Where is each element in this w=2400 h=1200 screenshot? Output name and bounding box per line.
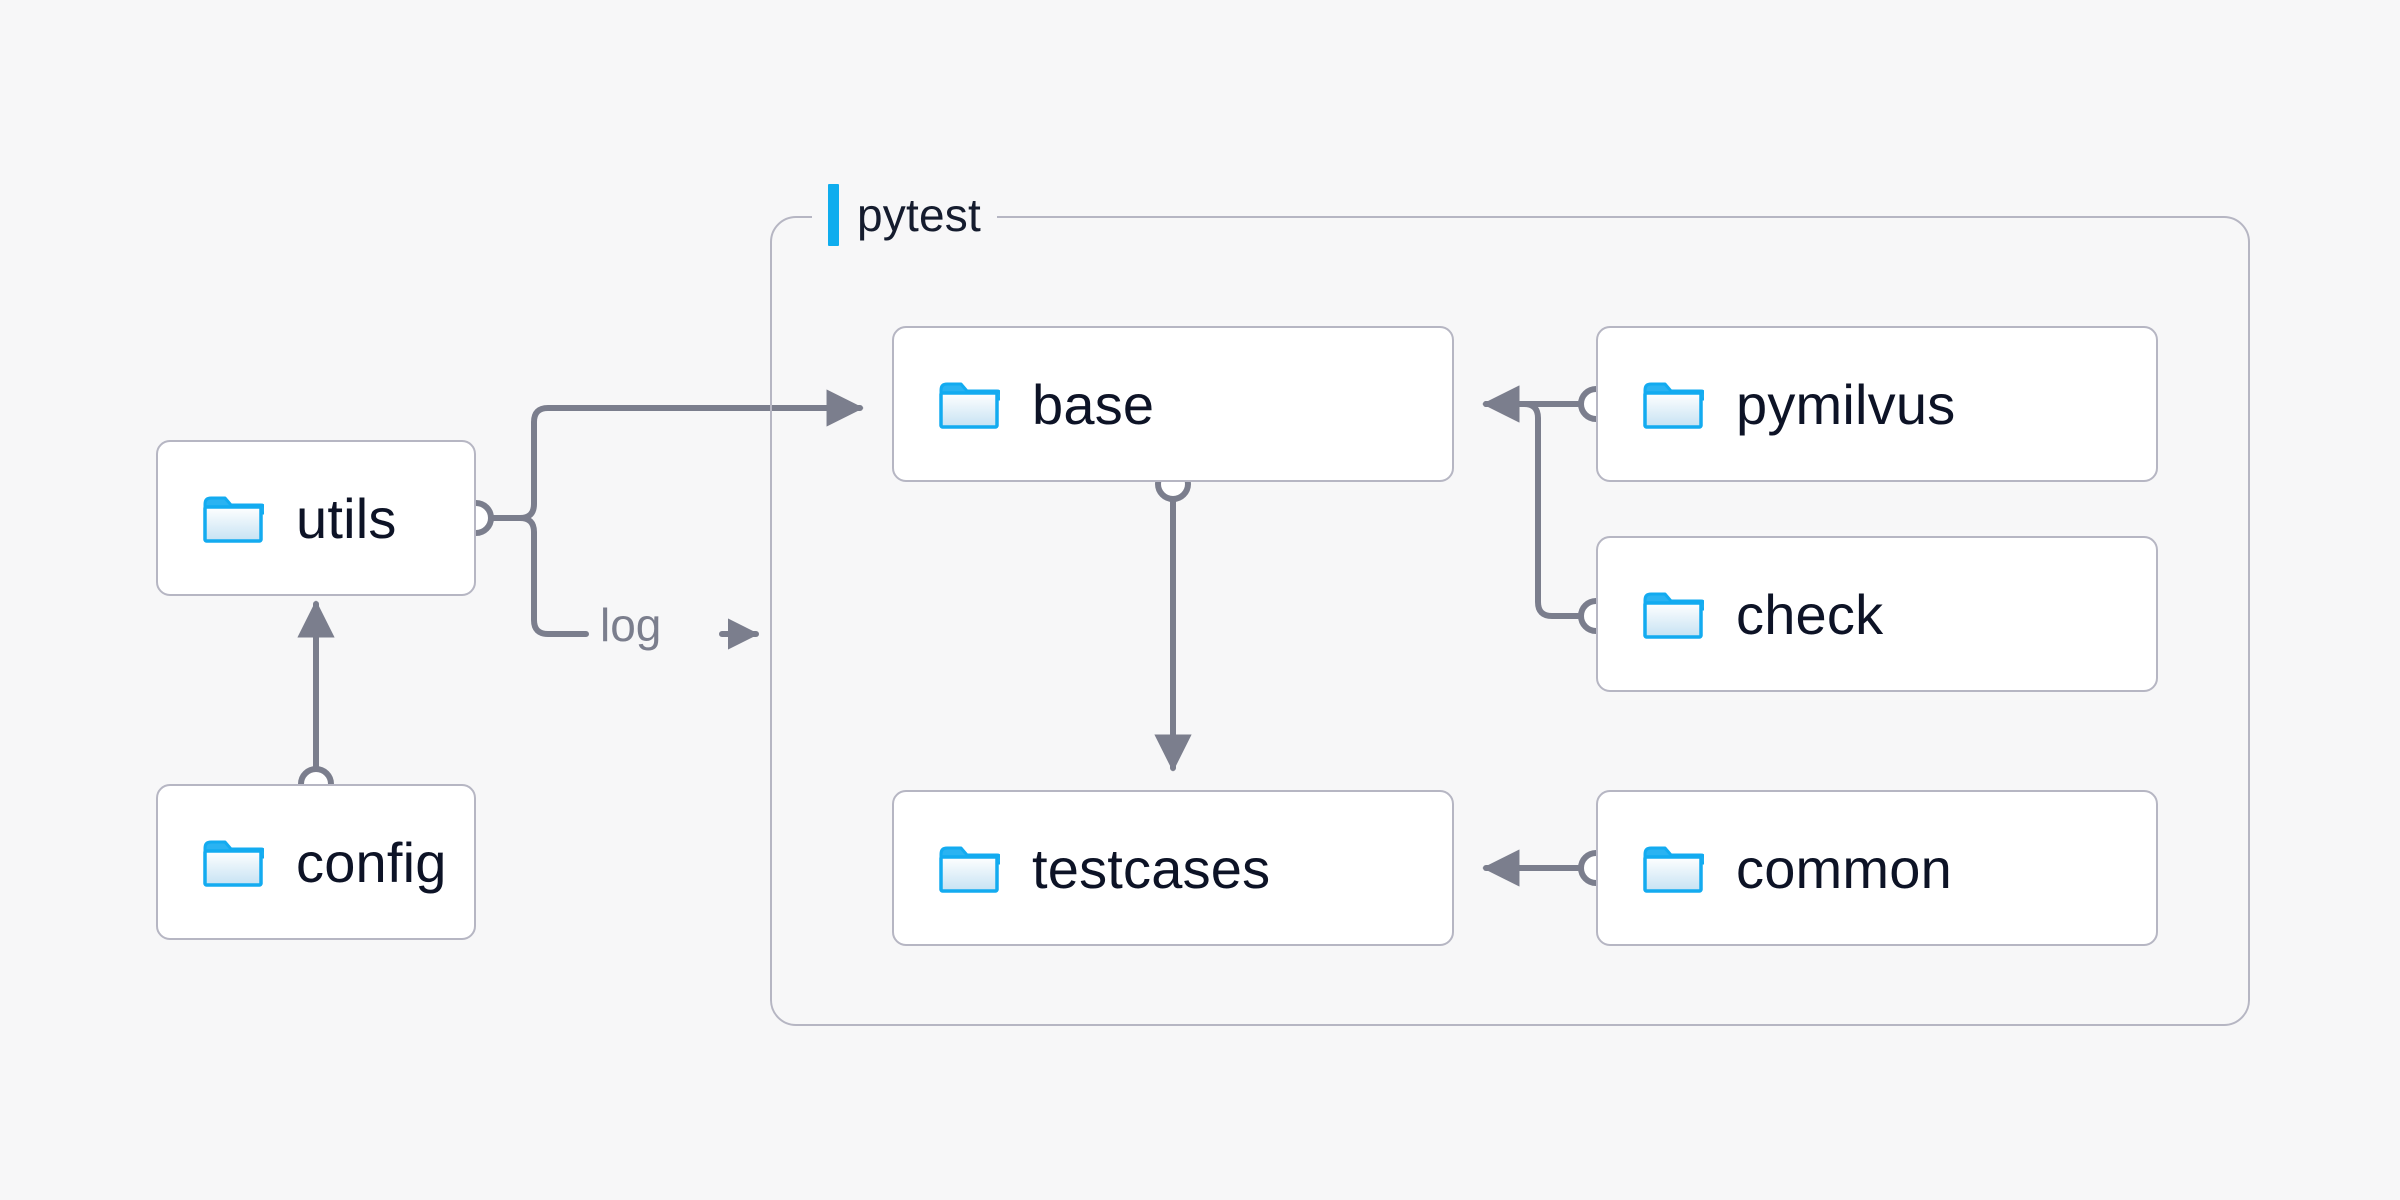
edge-utils-log (491, 515, 589, 637)
node-config[interactable]: config (156, 784, 476, 940)
folder-icon (939, 382, 1000, 429)
node-label: common (1736, 836, 1952, 900)
group-title: pytest (857, 189, 981, 241)
edge-check-base (1482, 385, 1581, 619)
group-pytest[interactable] (770, 216, 2250, 1026)
group-pytest-label: pytest (812, 183, 997, 247)
accent-bar-icon (828, 184, 839, 246)
node-check[interactable]: check (1596, 536, 2158, 692)
folder-icon (1643, 592, 1704, 639)
edge-label-text: log (600, 599, 662, 651)
folder-icon (203, 840, 264, 887)
node-label: pymilvus (1736, 372, 1956, 436)
folder-icon (1643, 382, 1704, 429)
node-base[interactable]: base (892, 326, 1454, 482)
node-label: utils (296, 486, 397, 550)
node-label: check (1736, 582, 1884, 646)
edge-label-log: log (600, 598, 661, 652)
node-label: config (296, 830, 447, 894)
node-label: testcases (1032, 836, 1271, 900)
node-common[interactable]: common (1596, 790, 2158, 946)
folder-icon (203, 496, 264, 543)
node-label: base (1032, 372, 1155, 436)
node-utils[interactable]: utils (156, 440, 476, 596)
folder-icon (1643, 846, 1704, 893)
folder-icon (939, 846, 1000, 893)
node-testcases[interactable]: testcases (892, 790, 1454, 946)
node-pymilvus[interactable]: pymilvus (1596, 326, 2158, 482)
